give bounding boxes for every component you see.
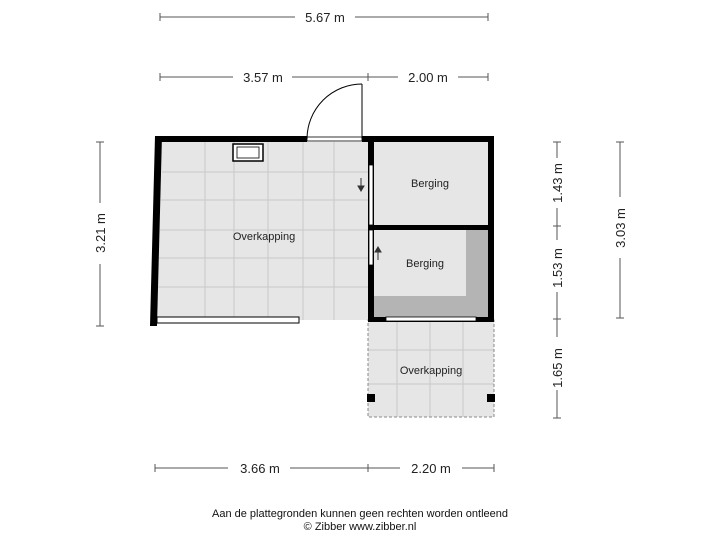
storage-bottom-openings — [385, 316, 477, 322]
berging-bottom-room — [374, 230, 488, 317]
room-label-overkapping-main: Overkapping — [233, 231, 295, 243]
dimension-top-left — [159, 73, 369, 81]
dimension-bottom-left — [154, 464, 369, 472]
dimension-top-right — [368, 73, 489, 81]
dimension-bottom-left-label: 3.66 m — [240, 461, 280, 476]
divider-door-bottom — [368, 229, 374, 266]
dimension-right-total-label: 3.03 m — [613, 208, 628, 248]
arrow-icon — [357, 178, 382, 260]
dimension-right-total — [616, 141, 624, 319]
overkapping-lower-room — [367, 319, 495, 418]
room-label-overkapping-lower: Overkapping — [400, 365, 462, 377]
dimension-right-upper-label: 1.43 m — [550, 163, 565, 203]
dimension-right-stack — [553, 141, 561, 419]
overkapping-main-room — [157, 142, 368, 320]
room-label-berging-top: Berging — [411, 178, 449, 190]
dimension-bottom-right-label: 2.20 m — [411, 461, 451, 476]
window-bottom — [156, 316, 300, 324]
footer-disclaimer: Aan de plattegronden kunnen geen rechten… — [211, 508, 508, 520]
dimension-top-right-label: 2.00 m — [408, 70, 448, 85]
dimension-top-left-label: 3.57 m — [243, 70, 283, 85]
dimension-total-width — [159, 13, 489, 21]
dimension-total-width-label: 5.67 m — [305, 10, 345, 25]
room-label-berging-bottom: Berging — [406, 258, 444, 270]
berging-top-room — [374, 142, 488, 225]
entrance-door — [306, 83, 363, 142]
dimension-left-height-label: 3.21 m — [93, 213, 108, 253]
dimension-left-height — [96, 141, 104, 327]
dimension-right-middle-label: 1.53 m — [550, 248, 565, 288]
fixture-box — [232, 143, 264, 162]
divider-door-top — [368, 164, 374, 226]
dimension-bottom-right — [368, 464, 495, 472]
dimension-right-lower-label: 1.65 m — [550, 348, 565, 388]
footer-copyright: © Zibber www.zibber.nl — [303, 521, 417, 533]
